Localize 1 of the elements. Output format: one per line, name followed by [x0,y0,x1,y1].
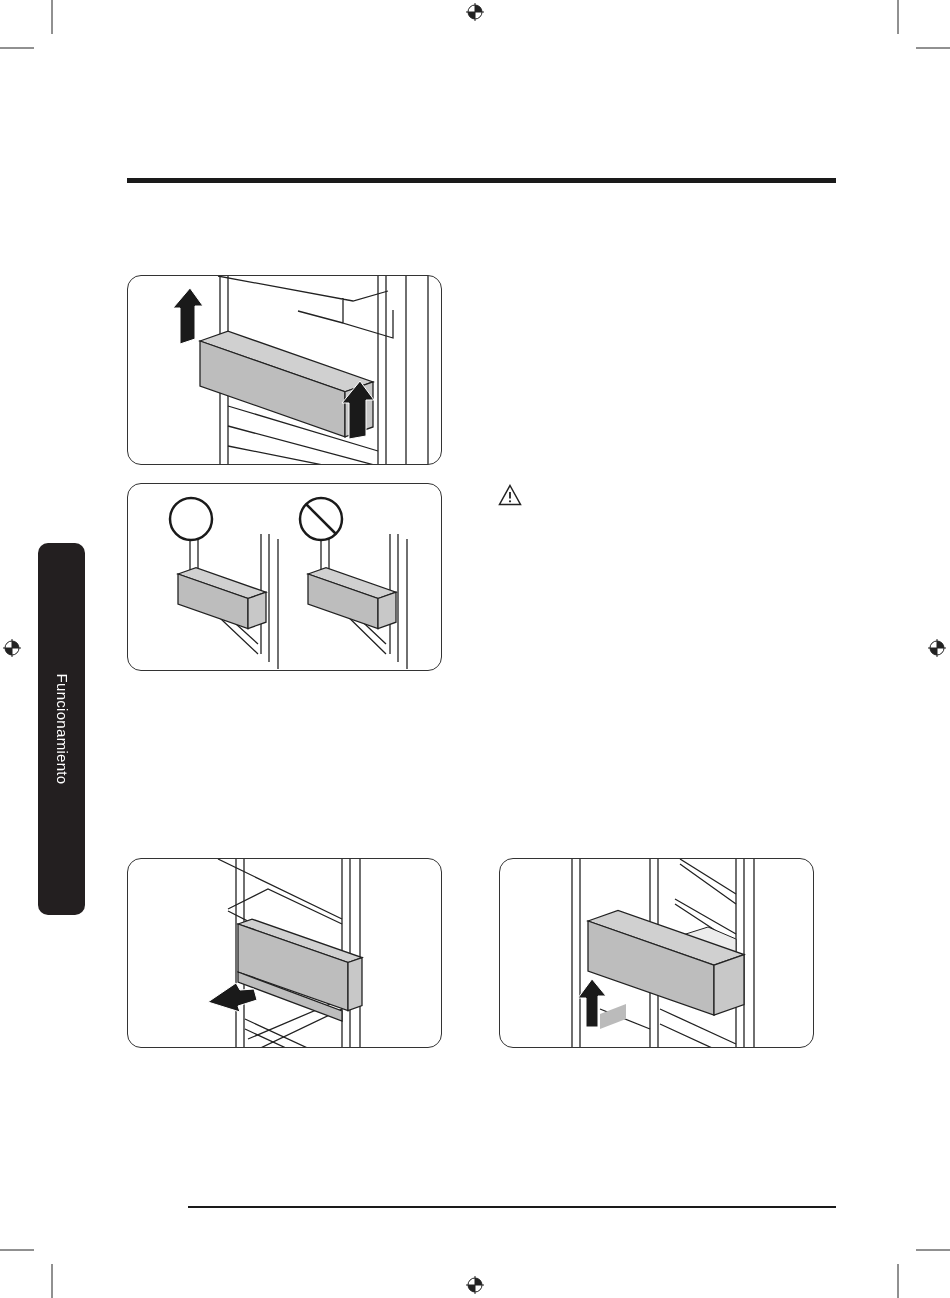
section-title: Funcionamiento [53,673,70,785]
